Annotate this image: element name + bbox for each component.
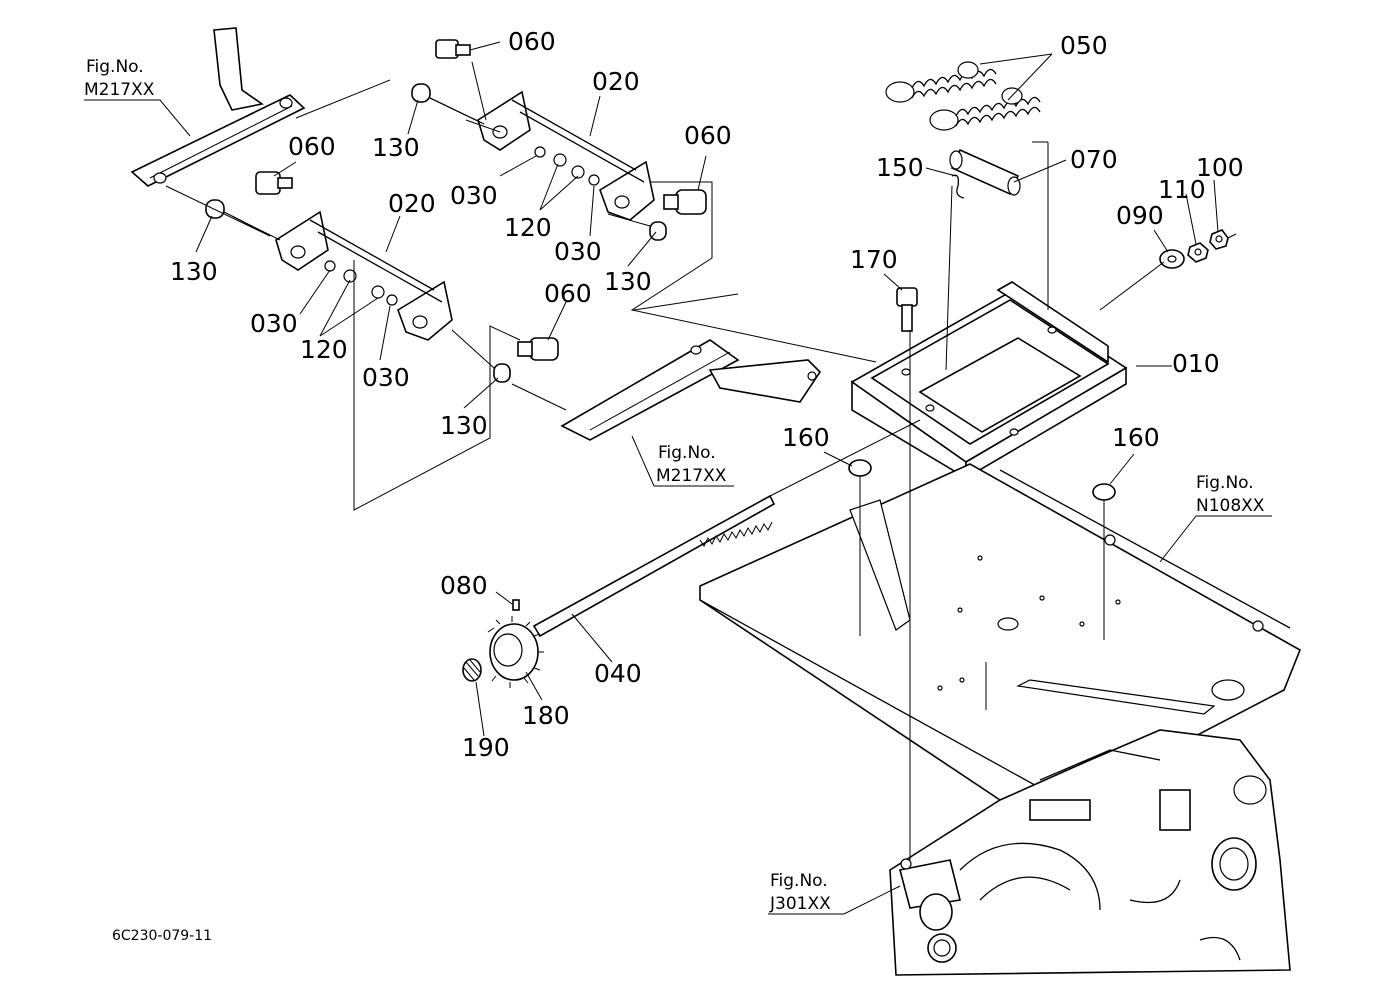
label-070: 070 [1070,145,1118,174]
upper-left-bracket [130,27,306,187]
transmission-housing [889,729,1291,976]
pin-070 [949,148,1021,199]
label-060-lower: 060 [544,279,592,308]
seat-base-frame [850,281,1128,480]
springs [885,61,1041,131]
label-060-left: 060 [288,132,336,161]
fig-ref-2-line1: Fig.No. [658,443,716,463]
drawing-code: 6C230-079-11 [112,928,212,944]
label-040: 040 [594,659,642,688]
link-assembly-upper [411,39,707,241]
label-050: 050 [1060,31,1108,60]
fig-ref-1-line1: Fig.No. [86,57,144,77]
label-060-top: 060 [508,27,556,56]
fig-ref-2-line2: M217XX [656,466,727,486]
label-080: 080 [440,571,488,600]
washers-nuts [1159,229,1229,269]
fig-ref-1-line2: M217XX [84,80,155,100]
label-190: 190 [462,733,510,762]
label-100: 100 [1196,153,1244,182]
label-110: 110 [1158,175,1206,204]
fig-ref-4-line1: Fig.No. [770,871,828,891]
fig-ref-3-line1: Fig.No. [1196,473,1254,493]
label-030-upper-b: 030 [554,237,602,266]
label-160-right: 160 [1112,423,1160,452]
fig-ref-4-line2: J301XX [769,894,831,914]
label-010: 010 [1172,349,1220,378]
label-130-mid: 130 [372,133,420,162]
label-030-lower-a: 030 [250,309,298,338]
adjuster-shaft-assembly [462,494,776,688]
label-130-bottom: 130 [440,411,488,440]
assembly-lines [165,79,1237,860]
label-030-upper-a: 030 [450,181,498,210]
link-assembly-lower [205,171,559,383]
label-060-right: 060 [684,121,732,150]
bolt-170 [896,287,918,332]
label-170: 170 [850,245,898,274]
cap-160-right [1092,483,1116,501]
cap-160-left [848,459,872,477]
leader-lines [84,41,1272,915]
floor-plate [699,463,1302,823]
label-120-upper: 120 [504,213,552,242]
fig-ref-3-line2: N108XX [1196,496,1265,516]
label-180: 180 [522,701,570,730]
figure-references: Fig.No. M217XX Fig.No. M217XX Fig.No. N1… [84,57,1265,914]
label-030-lower-b: 030 [362,363,410,392]
label-020-lower: 020 [388,189,436,218]
label-020-upper: 020 [592,67,640,96]
center-bracket [560,339,822,441]
label-130-right: 130 [604,267,652,296]
label-160-left: 160 [782,423,830,452]
label-150: 150 [876,153,924,182]
label-120-lower: 120 [300,335,348,364]
label-130-left: 130 [170,257,218,286]
part-labels: 060 020 060 130 060 030 020 120 030 130 … [170,27,1244,762]
label-090: 090 [1116,201,1164,230]
